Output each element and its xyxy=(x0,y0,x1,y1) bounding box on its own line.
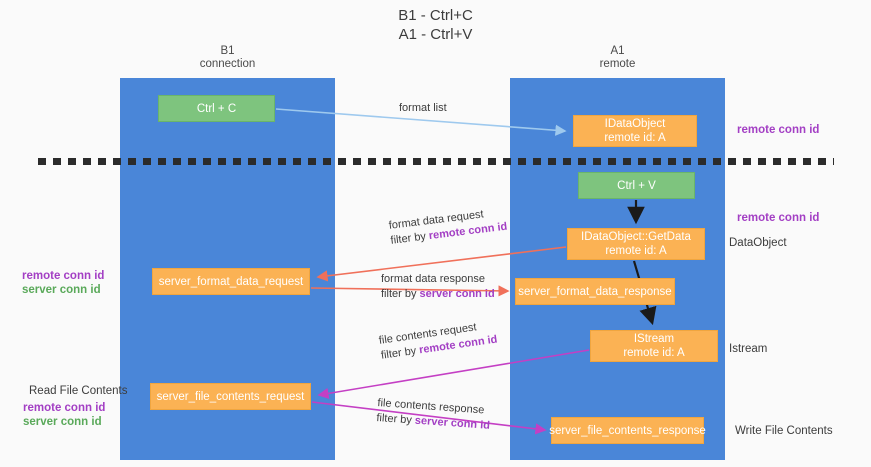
page-title: B1 - Ctrl+C A1 - Ctrl+V xyxy=(0,6,871,44)
swimlane-a1-subtitle: remote xyxy=(599,58,636,70)
annotation-remote-conn-id-mid: remote conn id xyxy=(737,212,820,224)
edge-label-fdresp-highlight: server conn id xyxy=(419,288,495,300)
node-server-file-contents-request-label: server_file_contents_request xyxy=(156,390,305,403)
node-server-file-contents-response[interactable]: server_file_contents_response xyxy=(549,417,706,444)
node-ctrl-v[interactable]: Ctrl + V xyxy=(578,172,695,199)
node-ctrl-c[interactable]: Ctrl + C xyxy=(158,95,275,122)
title-line-1: B1 - Ctrl+C xyxy=(398,7,473,24)
node-server-file-contents-request[interactable]: server_file_contents_request xyxy=(150,383,311,410)
swimlane-b1-title: B1 xyxy=(220,45,235,57)
swimlane-header-b1: B1 connection xyxy=(120,45,335,71)
edge-label-format-list-line1: format list xyxy=(399,102,447,114)
annotation-remote-conn-id-left-mid: remote conn id xyxy=(22,270,105,282)
node-ctrl-v-label: Ctrl + V xyxy=(617,179,656,192)
edge-label-format-list: format list xyxy=(399,101,447,116)
annotation-server-conn-id-left-mid: server conn id xyxy=(22,284,101,296)
annotation-write-file-contents: Write File Contents xyxy=(735,425,833,437)
node-idataobject-sub: remote id: A xyxy=(604,132,666,144)
edge-label-file-contents-request: file contents request filter by remote c… xyxy=(378,318,498,364)
swimlane-a1-title: A1 xyxy=(610,45,625,57)
node-server-format-data-response[interactable]: server_format_data_response xyxy=(515,278,675,305)
annotation-remote-conn-id-top: remote conn id xyxy=(737,124,820,136)
edge-label-file-contents-response: file contents response filter by server … xyxy=(376,396,492,434)
swimlane-b1-subtitle: connection xyxy=(199,58,256,70)
node-server-format-data-request[interactable]: server_format_data_request xyxy=(152,268,310,295)
edge-label-fdreq-prefix: filter by xyxy=(389,230,430,247)
node-istream-label: IStream xyxy=(633,333,675,345)
edge-label-fcresp-highlight: server conn id xyxy=(414,414,491,432)
edge-label-format-data-response-line1: format data response xyxy=(381,273,485,285)
node-getdata-sub: remote id: A xyxy=(605,245,667,257)
edge-label-fdresp-prefix: filter by xyxy=(381,288,420,300)
section-divider xyxy=(38,158,834,165)
annotation-istream: Istream xyxy=(729,343,768,355)
node-idataobject-label: IDataObject xyxy=(604,118,666,130)
annotation-read-file-contents: Read File Contents xyxy=(29,385,128,397)
edge-label-format-data-response-line2: filter by server conn id xyxy=(381,287,495,302)
annotation-conn-ids-bottom: remote conn id server conn id xyxy=(23,401,105,429)
annotation-server-conn-id-left-bottom: server conn id xyxy=(23,416,102,428)
node-server-format-data-response-label: server_format_data_response xyxy=(518,285,672,298)
edge-label-format-data-response: format data response filter by server co… xyxy=(381,272,495,302)
node-idataobject[interactable]: IDataObject remote id: A xyxy=(573,115,697,147)
node-server-file-contents-response-label: server_file_contents_response xyxy=(549,424,706,437)
title-line-2: A1 - Ctrl+V xyxy=(398,26,473,43)
node-getdata-label: IDataObject::GetData xyxy=(581,231,691,243)
edge-label-fcreq-prefix: filter by xyxy=(380,344,421,362)
annotation-conn-ids-mid: remote conn id server conn id xyxy=(22,269,104,297)
annotation-remote-conn-id-left-bottom: remote conn id xyxy=(23,402,106,414)
edge-label-fcresp-prefix: filter by xyxy=(376,411,416,427)
node-istream-sub: remote id: A xyxy=(623,347,685,359)
annotation-dataobject: DataObject xyxy=(729,237,787,249)
swimlane-header-a1: A1 remote xyxy=(510,45,725,71)
node-getdata[interactable]: IDataObject::GetData remote id: A xyxy=(567,228,705,260)
edge-label-format-data-request: format data request filter by remote con… xyxy=(388,205,508,249)
node-ctrl-c-label: Ctrl + C xyxy=(196,102,237,115)
node-server-format-data-request-label: server_format_data_request xyxy=(158,275,304,288)
node-istream[interactable]: IStream remote id: A xyxy=(590,330,718,362)
